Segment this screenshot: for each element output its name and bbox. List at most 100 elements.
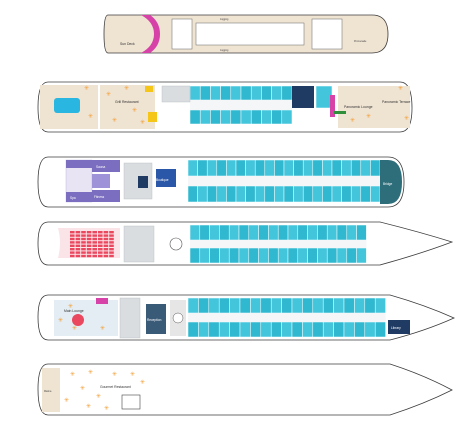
- suite-cabin: [302, 159, 314, 177]
- theatre-seat: [92, 241, 97, 244]
- suite-cabin: [277, 224, 289, 241]
- suite-cabin: [277, 247, 289, 264]
- suite-cabin: [209, 224, 220, 241]
- theatre-seat: [86, 241, 92, 244]
- suite-cabin: [356, 224, 367, 241]
- suite-cabin: [219, 224, 230, 241]
- suite-cabin: [248, 247, 259, 264]
- sunburst-icon: ✳: [112, 371, 117, 378]
- suite-cabin: [228, 247, 240, 264]
- theatre-seat: [98, 231, 103, 234]
- suite-cabin: [343, 321, 355, 338]
- theatre-seat: [81, 254, 86, 258]
- theatre-seat: [70, 244, 75, 247]
- suite-cabin: [271, 85, 283, 101]
- suite-cabin: [197, 159, 208, 177]
- label-bridge: Bridge: [383, 182, 392, 186]
- suite-cabin: [326, 247, 338, 264]
- sauna-room: [92, 160, 120, 172]
- theatre-seat: [81, 251, 86, 254]
- sun-deck-bar: [141, 15, 160, 53]
- suite-cabin: [291, 297, 303, 314]
- suite-cabin: [297, 247, 308, 264]
- suite-cabin: [343, 297, 355, 314]
- suite-cabin: [356, 247, 367, 264]
- suite-cabin: [248, 224, 259, 241]
- label-jogging: Jogging: [220, 18, 229, 21]
- deck-5-owner-suite: [292, 86, 314, 108]
- theatre-seat: [103, 254, 109, 258]
- theatre-seat: [109, 231, 114, 234]
- deck-5: Grill Restaurant Panoramic Lounge Panora…: [37, 81, 413, 133]
- grill-bar: [145, 86, 153, 92]
- theatre-seat: [98, 241, 103, 244]
- suite-cabin: [364, 321, 376, 338]
- cabin-corridor: [190, 240, 367, 248]
- suite-cabin: [228, 224, 240, 241]
- suite-cabin: [322, 321, 334, 338]
- suite-cabin: [240, 109, 252, 125]
- suite-cabin: [350, 185, 362, 203]
- sunburst-icon: ✳: [124, 85, 129, 92]
- suite-cabin: [245, 185, 256, 203]
- theatre-seat: [86, 251, 92, 254]
- sunburst-icon: ✳: [132, 107, 137, 114]
- suite-cabin: [226, 159, 237, 177]
- suite-cabin: [283, 185, 294, 203]
- label-main-lounge: Main Lounge: [64, 309, 84, 313]
- suite-cabin: [187, 185, 198, 203]
- sunburst-icon: ✳: [88, 113, 93, 120]
- suite-cabin: [261, 109, 272, 125]
- label-panoramic-lounge: Panoramic Lounge: [344, 105, 373, 109]
- suite-cabin: [302, 321, 314, 338]
- theatre-seat: [75, 234, 81, 237]
- suite-cabin: [235, 185, 246, 203]
- theatre-seat: [103, 237, 109, 241]
- main-lounge-area: [54, 300, 118, 336]
- theatre-seat: [75, 254, 81, 258]
- suite-cabin: [333, 321, 345, 338]
- suite-cabin: [264, 159, 275, 177]
- suite-cabin: [198, 297, 210, 314]
- suite-cabin: [230, 85, 242, 101]
- label-library: Library: [391, 326, 401, 330]
- theatre-seat: [98, 251, 103, 254]
- label-reception: Reception: [147, 318, 162, 322]
- label-panoramic-terrace: Panoramic Terrace: [382, 100, 411, 104]
- suite-cabin: [230, 109, 242, 125]
- suite-cabin: [322, 185, 333, 203]
- theatre-seat: [75, 231, 81, 234]
- suite-cabin: [312, 159, 323, 177]
- suite-cabin: [281, 321, 293, 338]
- deck-4: Sauna Spa Fitness Boutique Bridge: [37, 156, 405, 208]
- label-grill: Grill Restaurant: [115, 100, 139, 104]
- suite-cabin: [189, 109, 201, 125]
- suite-cabin: [312, 185, 323, 203]
- theatre-seat: [109, 248, 114, 251]
- theatre-seat: [92, 251, 97, 254]
- theatre-seat: [81, 231, 86, 234]
- deck-2-lifts: [119, 297, 141, 339]
- label-promenade: Promenade: [354, 40, 367, 43]
- label-spa: Spa: [70, 196, 76, 200]
- sunburst-icon: ✳: [100, 325, 105, 332]
- suite-cabin: [254, 185, 266, 203]
- suite-cabin: [235, 159, 246, 177]
- suite-cabin: [254, 159, 266, 177]
- suite-cabin: [350, 159, 362, 177]
- grill-counter: [148, 112, 157, 122]
- suite-cabin: [218, 297, 230, 314]
- theatre-seat: [86, 248, 92, 251]
- theatre-seat: [103, 248, 109, 251]
- spa-room: [66, 192, 92, 202]
- suite-cabin: [370, 185, 381, 203]
- theatre-seat: [86, 237, 92, 241]
- suite-cabin: [206, 159, 218, 177]
- theatre-seat: [103, 251, 109, 254]
- theatre-seat: [75, 244, 81, 247]
- suite-cabin: [198, 321, 210, 338]
- deck-4-suites: [187, 159, 381, 203]
- suite-cabin: [336, 224, 348, 241]
- suite-cabin: [238, 247, 250, 264]
- sunburst-icon: ✳: [350, 117, 355, 124]
